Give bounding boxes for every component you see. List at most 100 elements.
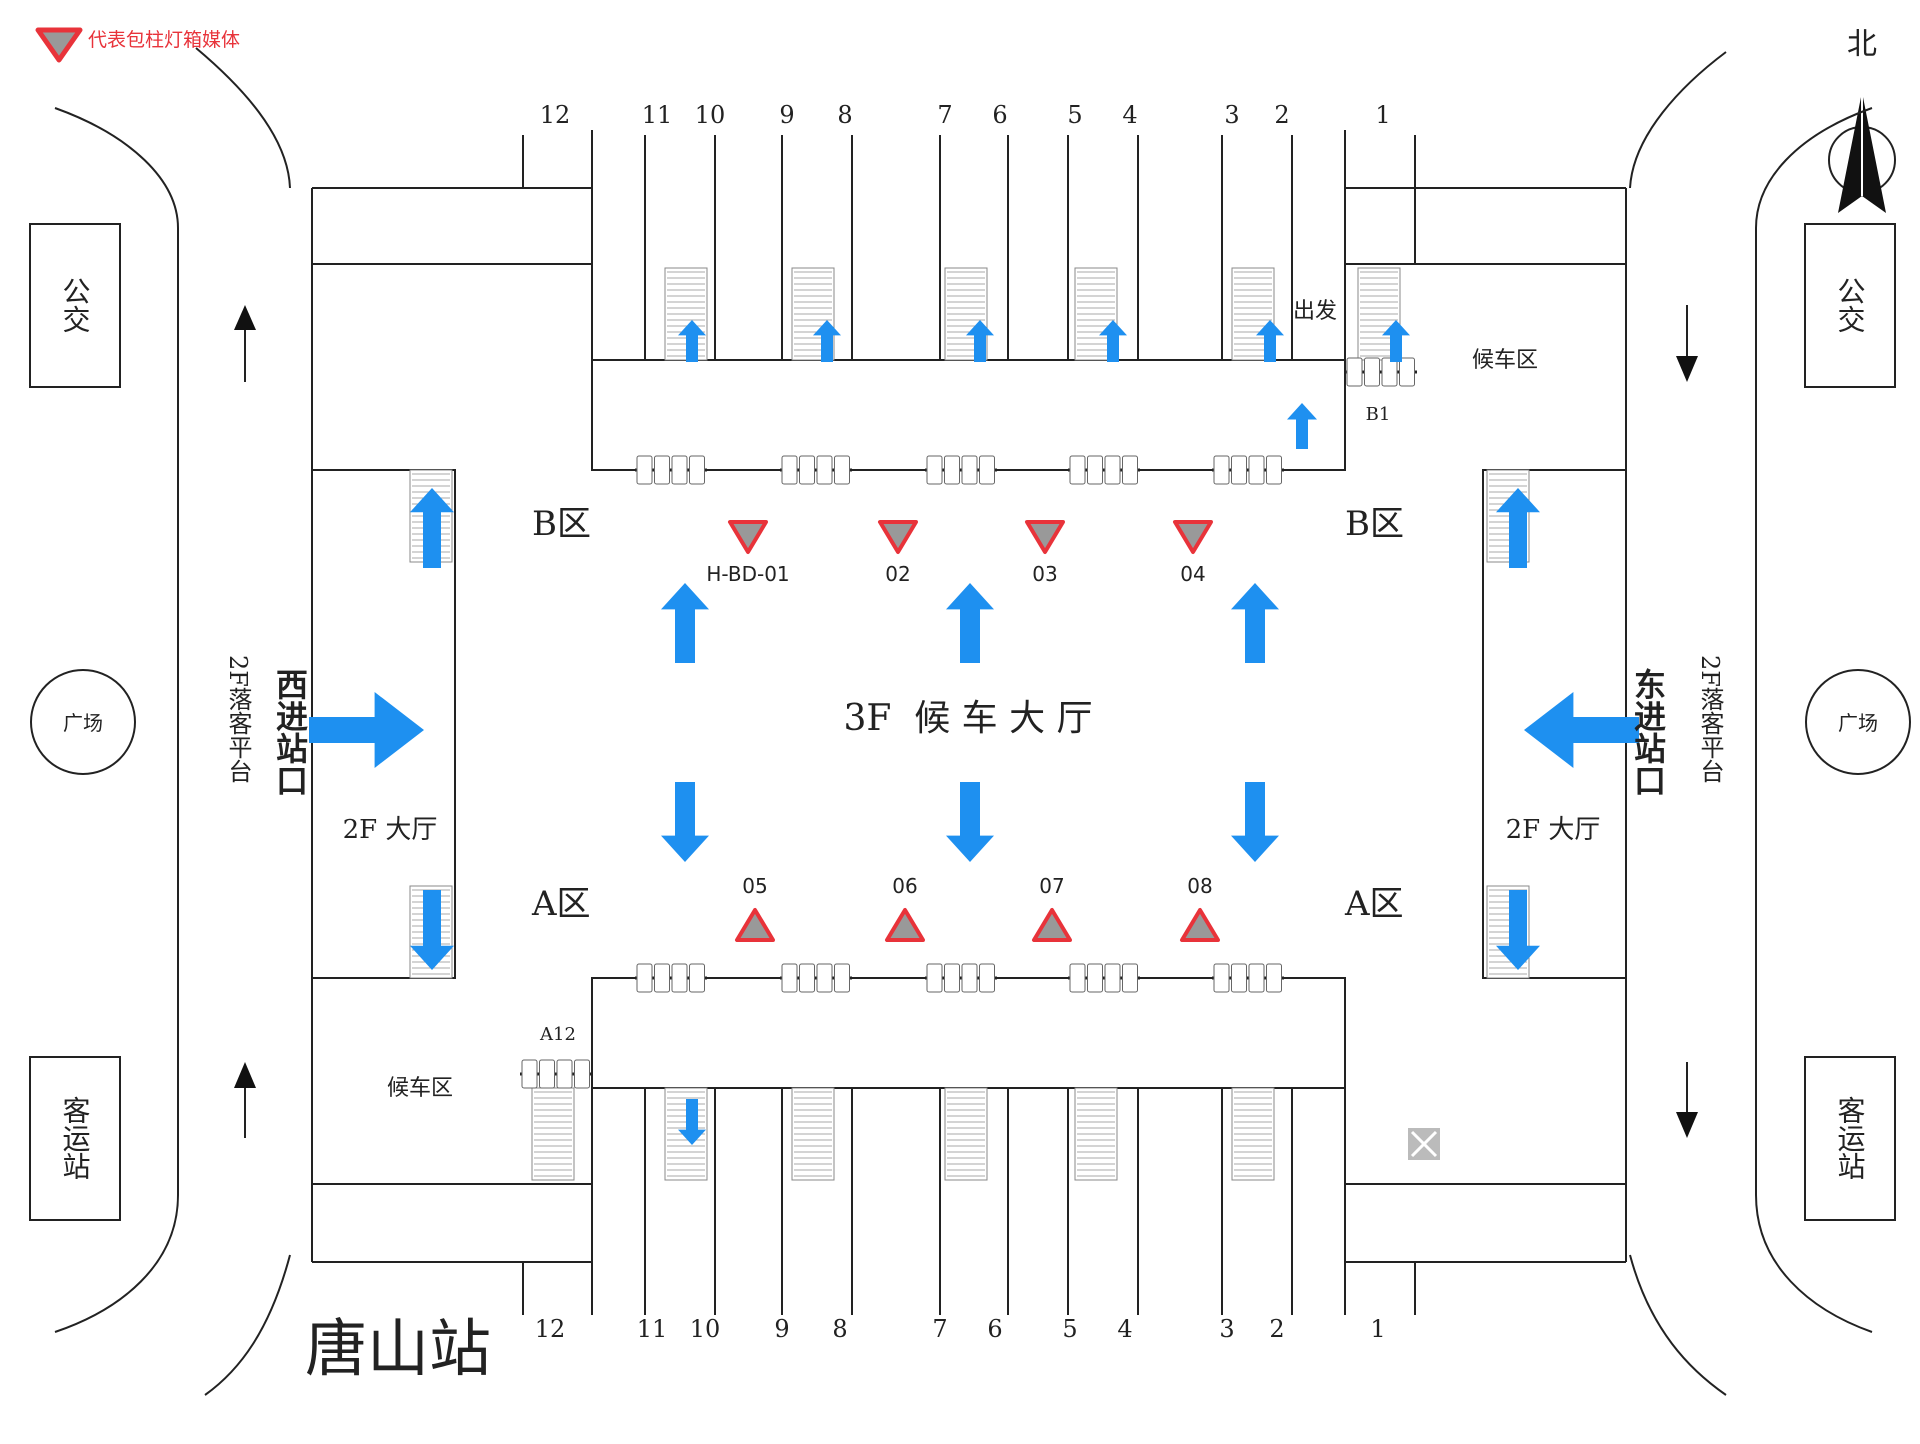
escalator-icon <box>1231 1087 1275 1181</box>
media-label: 04 <box>1180 562 1205 586</box>
media-label: 03 <box>1032 562 1057 586</box>
ticket-gate-row <box>780 963 852 993</box>
media-legend-icon <box>35 27 83 63</box>
arrow-up-icon <box>678 320 706 362</box>
gate-number: 8 <box>837 101 852 129</box>
gate-number: 12 <box>540 101 571 129</box>
gate-number: 2 <box>1269 1315 1284 1343</box>
north-label: 北 <box>1847 27 1877 62</box>
gate-number: 5 <box>1062 1315 1077 1343</box>
media-marker: 08 <box>1180 874 1220 942</box>
media-marker: 05 <box>735 874 775 942</box>
traffic-arrows <box>234 305 1698 1138</box>
arrow-up-icon <box>813 320 841 362</box>
gate-number: 4 <box>1122 101 1137 129</box>
track-lines <box>522 130 1416 1315</box>
gate-number: 3 <box>1219 1315 1234 1343</box>
west-hall-2f: 2F 大厅 <box>343 815 438 845</box>
bus-label: 公交 <box>1834 277 1867 333</box>
right-side-facilities: 公交 广场 客运站 <box>1804 223 1911 1221</box>
escalator-icon <box>1074 1087 1118 1181</box>
ticket-gate-row <box>1212 455 1284 485</box>
gate-number: 7 <box>932 1315 947 1343</box>
ticket-gate-row <box>780 455 852 485</box>
plaza-label: 广场 <box>63 711 103 735</box>
arrow-down-icon <box>1676 305 1698 382</box>
station-name: 唐山站 <box>305 1312 491 1385</box>
waiting-area-label: 候车区 <box>1472 348 1538 373</box>
west-platform-2f: 2F落客平台 <box>224 655 252 783</box>
arrow-up-icon <box>1231 583 1279 663</box>
media-marker: 06 <box>885 874 925 942</box>
media-label: 07 <box>1039 874 1064 898</box>
gate-number: 6 <box>987 1315 1002 1343</box>
legend: 代表包柱灯箱媒体 <box>35 27 240 63</box>
gate-number: 5 <box>1067 101 1082 129</box>
west-entrance-label: 西进站口 <box>271 668 309 796</box>
escalators <box>409 267 1530 1181</box>
media-markers-bottom: 05 06 07 08 <box>735 874 1220 942</box>
ticket-gate-row <box>925 963 997 993</box>
hall-title: 3F 候 车 大 厅 <box>843 698 1092 739</box>
gate-number: 10 <box>695 101 726 129</box>
arrow-down-icon <box>410 890 454 970</box>
plaza-label: 广场 <box>1838 711 1878 735</box>
zone-a-right: A区 <box>1344 884 1404 924</box>
escalator-icon <box>1357 267 1401 361</box>
escalator-icon <box>791 1087 835 1181</box>
ticket-gate-row <box>1345 357 1417 387</box>
departure-label: 出发 <box>1293 299 1337 324</box>
arrow-up-icon <box>1256 320 1284 362</box>
coach-label: 客运站 <box>59 1096 92 1180</box>
arrow-left-icon <box>1524 692 1639 768</box>
ticket-gates <box>520 357 1417 1089</box>
arrow-up-icon <box>410 488 454 568</box>
bus-label: 公交 <box>59 277 92 333</box>
arrow-up-icon <box>234 305 256 382</box>
arrow-down-icon <box>678 1099 706 1145</box>
gate-number: 11 <box>642 101 673 129</box>
gate-number: 3 <box>1224 101 1239 129</box>
plaza-circle <box>1805 669 1911 775</box>
media-label: 06 <box>892 874 917 898</box>
waiting-area-label: 候车区 <box>387 1076 453 1101</box>
arrow-down-icon <box>1231 782 1279 862</box>
gate-number: 4 <box>1117 1315 1132 1343</box>
escalator-icon <box>944 1087 988 1181</box>
east-entrance-label: 东进站口 <box>1629 667 1667 796</box>
arrow-down-icon <box>661 782 709 862</box>
lower-concourse <box>591 977 1346 1089</box>
east-platform-2f: 2F落客平台 <box>1696 655 1724 783</box>
ticket-gate-row <box>520 1059 592 1089</box>
gate-number: 2 <box>1274 101 1289 129</box>
b1-label: B1 <box>1366 404 1391 425</box>
zone-b-left: B区 <box>532 504 591 544</box>
arrow-up-icon <box>1496 488 1540 568</box>
ticket-gate-row <box>1068 963 1140 993</box>
media-marker: 02 <box>878 520 918 586</box>
coach-label: 客运站 <box>1834 1096 1867 1180</box>
gate-number: 1 <box>1370 1315 1385 1343</box>
plaza-circle <box>30 669 136 775</box>
zone-a-left: A区 <box>531 884 591 924</box>
upper-concourse <box>591 359 1346 471</box>
east-hall-2f: 2F 大厅 <box>1506 815 1601 845</box>
media-marker: 07 <box>1032 874 1072 942</box>
north-arrow: 北 <box>1828 27 1896 213</box>
arrow-up-icon <box>1099 320 1127 362</box>
gate-number: 6 <box>992 101 1007 129</box>
gate-number: 8 <box>832 1315 847 1343</box>
media-label: 08 <box>1187 874 1212 898</box>
ticket-gate-row <box>635 455 707 485</box>
coach-box <box>1804 1056 1896 1221</box>
ticket-gate-row <box>1212 963 1284 993</box>
gate-number: 10 <box>690 1315 721 1343</box>
gate-number: 1 <box>1375 101 1390 129</box>
gate-number: 11 <box>637 1315 668 1343</box>
flow-arrows <box>309 320 1639 1145</box>
gate-number: 7 <box>937 101 952 129</box>
media-label: 02 <box>885 562 910 586</box>
media-label: 05 <box>742 874 767 898</box>
ticket-gate-row <box>925 455 997 485</box>
